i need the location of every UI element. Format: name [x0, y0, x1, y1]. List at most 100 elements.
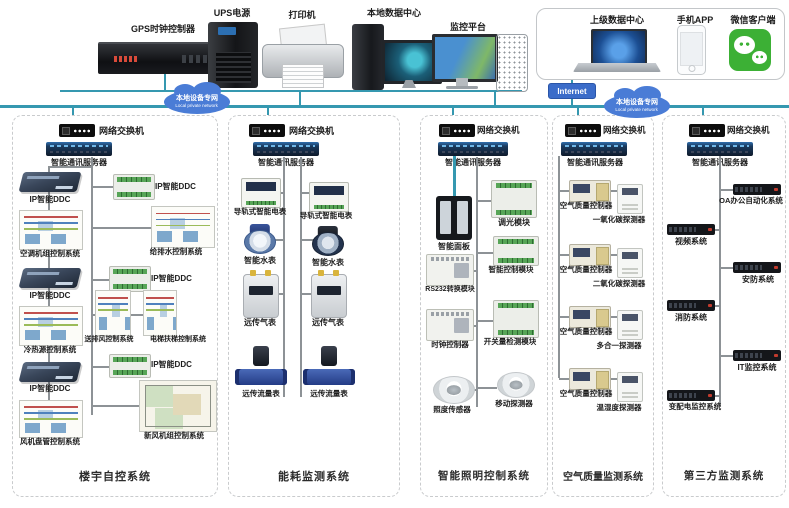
column-title: 能耗监测系统 — [278, 471, 350, 483]
column-title: 第三方监测系统 — [683, 470, 765, 482]
detector-icon — [617, 310, 643, 340]
col2-left-trunk-line — [283, 157, 285, 397]
col1-stub-7 — [92, 405, 139, 407]
remote-datacenter-label: 上级数据中心 — [589, 15, 644, 25]
system-schematic-image — [143, 290, 177, 336]
col1-left-trunk-line — [48, 166, 50, 424]
network-switch-label: 网络交换机 — [289, 126, 335, 136]
ddc-label: IP智能DDC — [151, 360, 192, 369]
rack-device-icon — [667, 224, 715, 235]
laptop-base — [573, 63, 661, 72]
water-meter-icon — [245, 224, 275, 254]
hvac-source-label: 冷热源控制系统 — [23, 345, 77, 354]
din-module-icon — [493, 236, 539, 266]
comm-server-label: 智能通讯服务器 — [445, 158, 501, 167]
gps-clock-label: GPS时钟控制器 — [130, 24, 195, 34]
flow-meter-icon — [303, 346, 355, 388]
column-title: 空气质量监测系统 — [563, 472, 643, 483]
workstation-tower — [352, 24, 384, 90]
col5-stub-2 — [715, 229, 719, 231]
platform-base — [446, 86, 478, 89]
ddc-label: IP智能DDC — [29, 291, 71, 300]
col1-stub-5 — [129, 314, 143, 316]
col1-branch-line — [48, 166, 92, 168]
network-switch-icon — [689, 124, 725, 137]
col4-link-2 — [609, 254, 617, 256]
ddc-label: IP智能DDC — [29, 195, 71, 204]
col1-trunk-line — [91, 157, 93, 415]
aq-controller-label: 空气质量控制器 — [559, 327, 613, 336]
mobile-app-label: 手机APP — [676, 15, 714, 25]
local-network-cloud-right-en: Local private network — [615, 107, 659, 113]
column-air-quality: 网络交换机 智能通讯服务器 空气质量控制器 一氧化碳探测器 空气质量控制器 二氧… — [552, 115, 654, 497]
co2-detector-label: 二氧化碳探测器 — [592, 279, 646, 288]
printer-icon — [262, 23, 344, 90]
system-schematic-image — [19, 400, 83, 438]
water-meter-label: 智能水表 — [312, 258, 344, 267]
col2-right-trunk-line — [300, 157, 302, 397]
motion-sensor-label: 移动探测器 — [495, 399, 533, 408]
ddc-controller-icon — [18, 268, 82, 288]
flow-meter-label: 远传流量表 — [310, 389, 348, 398]
electric-meter-label: 导轨式智能电表 — [299, 211, 353, 220]
main-bus-line — [0, 105, 789, 108]
electric-meter-icon — [309, 182, 349, 212]
network-switch-label: 网络交换机 — [603, 125, 646, 135]
comm-server-icon — [687, 142, 753, 156]
workstation-stand — [402, 80, 416, 88]
local-network-cloud-left-zh: 本地设备专网 — [176, 95, 218, 103]
din-module-icon — [109, 266, 151, 292]
local-network-cloud-right: 本地设备专网 Local private network — [604, 86, 670, 118]
smart-panel-label: 智能面板 — [438, 242, 470, 251]
network-switch-icon — [249, 124, 285, 137]
internet-badge: Internet — [548, 83, 596, 99]
smartphone-icon — [677, 25, 706, 75]
din-module-icon — [491, 180, 537, 218]
col5-stub-4 — [715, 305, 719, 307]
flow-meter-icon — [235, 346, 287, 388]
col1-stub-3 — [92, 279, 109, 281]
ceiling-sensor-icon — [433, 376, 475, 404]
local-network-cloud-left-en: Local private network — [175, 103, 219, 109]
col5-stub-6 — [715, 395, 719, 397]
detector-icon — [617, 248, 643, 278]
col1-stub-4 — [92, 314, 96, 316]
comm-server-icon — [561, 142, 627, 156]
comm-server-label: 智能通讯服务器 — [51, 158, 107, 167]
platform-monitor — [432, 34, 498, 82]
ahu-system-label: 空调机组控制系统 — [20, 249, 80, 258]
lux-sensor-label: 照度传感器 — [433, 405, 471, 414]
workstation-icon — [352, 22, 442, 92]
network-switch-icon — [439, 124, 475, 137]
comm-server-label: 智能通讯服务器 — [258, 158, 314, 167]
rack-device-icon — [667, 390, 715, 401]
network-switch-label: 网络交换机 — [727, 125, 770, 135]
col2-stub-2 — [275, 239, 284, 241]
floorplan-image — [139, 380, 217, 432]
network-switch-label: 网络交换机 — [99, 126, 145, 136]
security-system-label: 安防系统 — [742, 275, 774, 284]
bus-connector-line-1 — [299, 90, 301, 107]
col3-stub-2 — [477, 252, 493, 254]
column-third-party: 网络交换机 智能通讯服务器 OA办公自动化系统 视频系统 安防系统 消防系统 I… — [662, 115, 786, 497]
col3-trunk-line — [476, 157, 478, 407]
elevator-system-label: 电梯扶梯控制系统 — [150, 336, 206, 343]
ceiling-sensor-icon — [497, 372, 535, 398]
ddc-controller-icon — [18, 362, 82, 382]
aq-controller-label: 空气质量控制器 — [559, 389, 613, 398]
electric-meter-label: 导轨式智能电表 — [233, 207, 287, 216]
oa-system-label: OA办公自动化系统 — [719, 196, 783, 205]
rack-device-icon — [733, 350, 781, 361]
comm-server-label: 智能通讯服务器 — [567, 158, 623, 167]
din-module-icon — [493, 300, 539, 338]
gas-meter-icon — [243, 270, 279, 318]
aq-controller-label: 空气质量控制器 — [559, 201, 613, 210]
col5-stub-3 — [720, 267, 733, 269]
air-quality-controller-icon — [569, 180, 611, 202]
gas-meter-label: 远传气表 — [312, 318, 344, 327]
platform-tower — [496, 34, 528, 92]
rs232-module-label: RS232转换模块 — [425, 286, 475, 293]
col4-stub-1 — [559, 190, 569, 192]
col2-stub-5 — [301, 239, 314, 241]
